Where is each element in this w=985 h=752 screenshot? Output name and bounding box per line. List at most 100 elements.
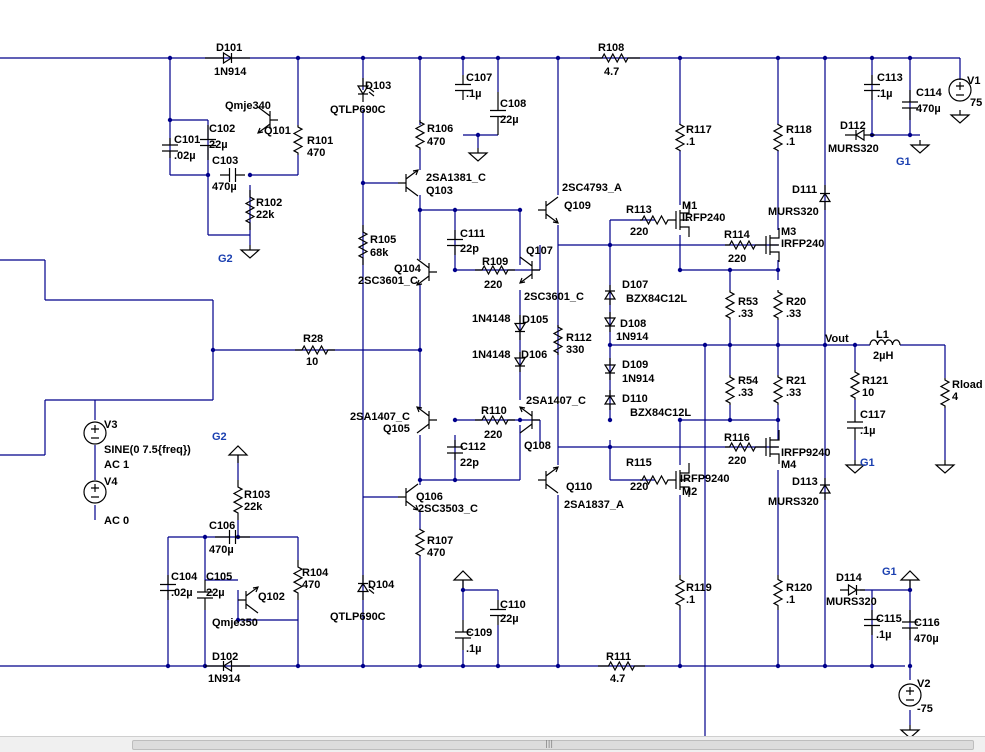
r121-resistor[interactable]: [849, 370, 861, 400]
r114-resistor[interactable]: [725, 239, 760, 251]
v2-source[interactable]: [898, 683, 922, 707]
m4-mosfet[interactable]: [760, 430, 780, 464]
v1-source[interactable]: [948, 78, 972, 102]
c110-capacitor[interactable]: [490, 600, 506, 625]
l1-inductor[interactable]: [869, 339, 901, 346]
d107-diode[interactable]: [603, 285, 617, 305]
c116-capacitor[interactable]: [902, 610, 918, 640]
r108-ref-label: R108: [598, 42, 624, 54]
v3-source[interactable]: [83, 421, 107, 445]
r108-value-label: 4.7: [604, 66, 619, 78]
r113-resistor[interactable]: [640, 214, 670, 226]
r112-resistor[interactable]: [552, 325, 564, 355]
q108-transistor[interactable]: [519, 406, 540, 434]
c105-capacitor[interactable]: [197, 580, 213, 610]
c113-ref-label: C113: [877, 72, 903, 84]
r110-resistor[interactable]: [475, 414, 515, 426]
horizontal-scrollbar[interactable]: |||: [0, 736, 985, 752]
c102-capacitor[interactable]: [200, 125, 216, 160]
r101-resistor[interactable]: [292, 125, 304, 155]
d108-diode[interactable]: [603, 312, 617, 332]
q110-transistor[interactable]: [538, 466, 559, 494]
r20-resistor[interactable]: [772, 290, 784, 320]
r105-resistor[interactable]: [357, 225, 369, 265]
r106-resistor[interactable]: [414, 120, 426, 150]
d101-diode[interactable]: [205, 51, 250, 65]
m4-ref-label: M4: [781, 459, 797, 471]
r28-resistor[interactable]: [295, 344, 335, 356]
r105-ref-label: R105: [370, 234, 396, 246]
q105-transistor[interactable]: [416, 406, 437, 434]
schematic-canvas[interactable]: D1011N914D1021N914D103QTLP690CD104QTLP69…: [0, 0, 985, 736]
r115-resistor[interactable]: [640, 474, 670, 486]
c103-capacitor[interactable]: [220, 168, 245, 182]
r109-resistor[interactable]: [475, 264, 515, 276]
r54-ref-label: R54: [738, 375, 759, 387]
c101-capacitor[interactable]: [162, 138, 178, 158]
d114-diode[interactable]: [840, 583, 865, 597]
c115-capacitor[interactable]: [864, 610, 880, 635]
r114-value-label: 220: [728, 253, 746, 265]
r111-resistor[interactable]: [598, 660, 645, 672]
q106-transistor[interactable]: [398, 483, 419, 511]
r115-value-label: 220: [630, 481, 648, 493]
q104-transistor[interactable]: [416, 258, 437, 286]
d112-diode[interactable]: [845, 128, 875, 142]
r116-resistor[interactable]: [725, 441, 760, 453]
r108-resistor[interactable]: [590, 52, 640, 64]
d102-ref-label: D102: [212, 651, 238, 663]
d107-ref-label: D107: [622, 279, 648, 291]
d103-diode[interactable]: [356, 78, 375, 102]
r120-resistor[interactable]: [772, 575, 784, 610]
r54-resistor[interactable]: [724, 375, 736, 405]
c104-capacitor[interactable]: [160, 575, 176, 600]
c106-capacitor[interactable]: [215, 530, 250, 544]
d113-diode[interactable]: [818, 478, 832, 500]
c108-capacitor[interactable]: [490, 92, 506, 135]
c114-capacitor[interactable]: [902, 90, 918, 120]
d110-diode[interactable]: [603, 390, 617, 410]
d109-diode[interactable]: [603, 358, 617, 380]
r21-resistor[interactable]: [772, 375, 784, 405]
c109-capacitor[interactable]: [455, 620, 471, 650]
d105-diode[interactable]: [513, 315, 527, 340]
r120-ref-label: R120: [786, 582, 812, 594]
junction-dot: [727, 342, 733, 348]
d106-diode[interactable]: [513, 352, 527, 372]
junction-dot: [607, 242, 613, 248]
rload-resistor[interactable]: [939, 378, 951, 408]
r117-resistor[interactable]: [674, 123, 686, 152]
r101-ref-label: R101: [307, 135, 333, 147]
c107-capacitor[interactable]: [455, 75, 471, 100]
d102-diode[interactable]: [205, 659, 250, 673]
c113-capacitor[interactable]: [864, 75, 880, 100]
c112-capacitor[interactable]: [447, 440, 463, 460]
r104-resistor[interactable]: [292, 560, 304, 600]
d104-diode[interactable]: [356, 575, 375, 600]
r53-resistor[interactable]: [724, 290, 736, 320]
m1-mosfet[interactable]: [670, 203, 690, 237]
c117-capacitor[interactable]: [847, 410, 863, 440]
q103-transistor[interactable]: [398, 169, 419, 197]
d111-diode[interactable]: [818, 185, 832, 210]
c102-ref-label: C102: [209, 123, 235, 135]
q109-transistor[interactable]: [538, 196, 559, 224]
d114-value-label: MURS320: [826, 596, 877, 608]
q101-transistor[interactable]: [257, 106, 278, 134]
r103-resistor[interactable]: [232, 480, 244, 520]
q107-transistor[interactable]: [519, 256, 540, 284]
m2-mosfet[interactable]: [670, 463, 690, 497]
r20-ref-label: R20: [786, 296, 806, 308]
r118-ref-label: R118: [786, 124, 812, 136]
r119-resistor[interactable]: [674, 575, 686, 610]
scrollbar-thumb[interactable]: [132, 740, 974, 750]
v4-source[interactable]: [83, 480, 107, 504]
q102-transistor[interactable]: [238, 586, 259, 614]
m3-mosfet[interactable]: [760, 228, 780, 262]
r118-resistor[interactable]: [772, 123, 784, 152]
r102-ref-label: R102: [256, 197, 282, 209]
r107-resistor[interactable]: [414, 528, 426, 557]
r102-resistor[interactable]: [244, 190, 256, 230]
d110-ref-label: D110: [622, 393, 648, 405]
c111-capacitor[interactable]: [447, 230, 463, 255]
